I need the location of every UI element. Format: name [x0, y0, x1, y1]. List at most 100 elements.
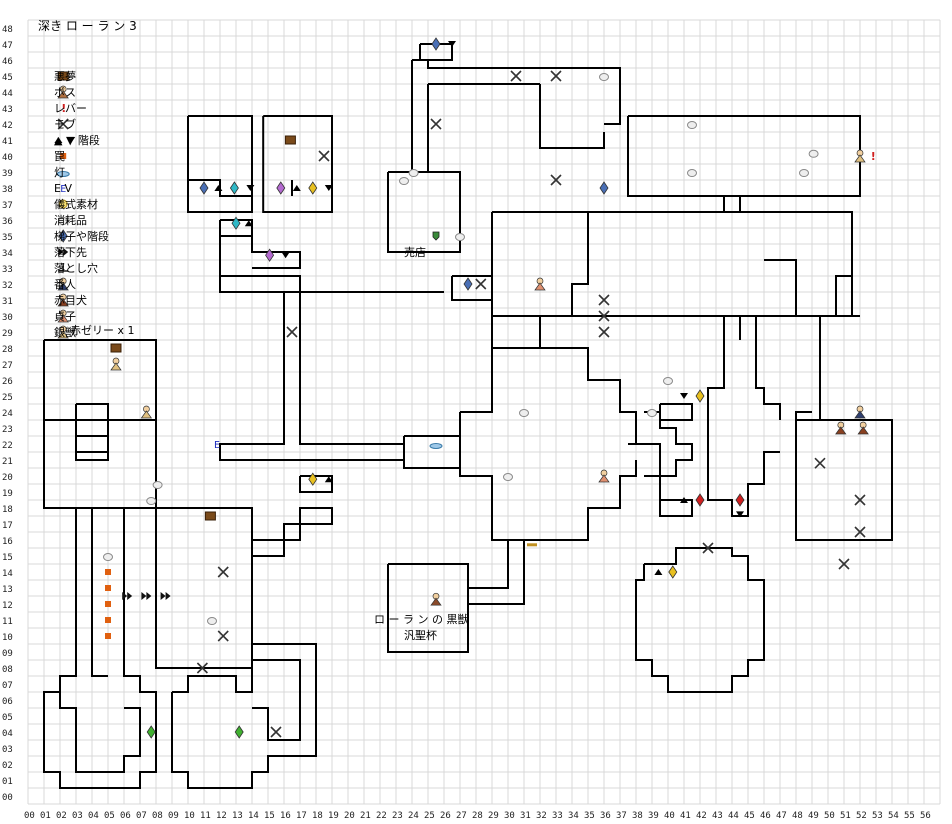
corridor-lower-left [43, 508, 157, 789]
wall [795, 411, 812, 420]
map-title: 深き ロ ー ラ ン 3 [38, 19, 137, 33]
boss-icon [430, 597, 442, 606]
y-tick-label: 39 [2, 169, 13, 179]
corridor-boss [468, 540, 525, 605]
silver-beast-icon [110, 362, 122, 371]
chest-icon [204, 511, 216, 521]
room-stair-yellow [659, 403, 693, 421]
silver-beast-icon [140, 410, 153, 419]
gem-icon [308, 181, 318, 195]
legend-label: 罠 [54, 150, 65, 163]
mob-icon [430, 118, 442, 130]
x-tick-label: 38 [632, 811, 643, 821]
y-tick-label: 05 [2, 713, 13, 723]
legend-label: 灯 [54, 166, 65, 179]
room-northeast [627, 115, 861, 197]
legend-label: 赤目犬 [54, 293, 87, 307]
y-tick-label: 16 [2, 537, 13, 547]
gem-icon [668, 565, 678, 579]
consumable-icon [58, 217, 69, 225]
x-tick-label: 23 [392, 811, 403, 821]
x-tick-label: 56 [920, 811, 931, 821]
x-tick-label: 29 [488, 811, 499, 821]
legend-label: 貞子 [54, 310, 76, 323]
x-tick-label: 47 [776, 811, 787, 821]
legend-label: 銀獣 [54, 325, 76, 339]
red-jelly-label: 赤ゼリー x 1 [70, 324, 135, 337]
boss-name-label: ロ ー ラ ン の 黒獣 [374, 612, 468, 626]
y-tick-label: 48 [2, 25, 13, 35]
y-tick-label: 32 [2, 281, 13, 291]
y-tick-label: 04 [2, 729, 13, 739]
x-tick-label: 27 [456, 811, 467, 821]
gem-icon [431, 37, 441, 51]
shop-label: 売店 [404, 245, 426, 259]
consumable-icon [103, 553, 113, 561]
x-tick-label: 18 [312, 811, 323, 821]
mob-icon [838, 558, 850, 570]
room-right-tower [262, 115, 333, 213]
x-tick-label: 12 [216, 811, 227, 821]
corridor-long [219, 292, 404, 461]
x-tick-label: 44 [728, 811, 739, 821]
stairs-down-icon [680, 393, 688, 399]
corridor-ladder [219, 236, 444, 293]
stairs-down-icon [324, 185, 333, 191]
x-tick-label: 46 [760, 811, 771, 821]
x-tick-label: 01 [40, 811, 51, 821]
trap-icon [60, 153, 67, 159]
y-tick-label: 45 [2, 73, 13, 83]
y-tick-label: 37 [2, 201, 13, 211]
x-tick-label: 02 [56, 811, 67, 821]
legend-label: E V [54, 182, 72, 195]
consumable-icon [399, 177, 409, 185]
corridor-top-outer [412, 59, 621, 125]
corridor-right [644, 411, 693, 500]
y-tick-label: 15 [2, 553, 13, 563]
corridor-ladder [251, 236, 301, 269]
room-lamp [403, 435, 461, 469]
consumable-icon [207, 617, 217, 625]
y-tick-label: 08 [2, 665, 13, 675]
consumable-icon [808, 149, 819, 158]
drop-destination-icon [141, 592, 152, 600]
mob-icon [550, 174, 562, 186]
mob-icon [598, 310, 610, 322]
x-tick-label: 52 [856, 811, 867, 821]
maiden-icon [598, 474, 610, 483]
x-tick-label: 42 [696, 811, 707, 821]
corridor-boss [468, 540, 509, 589]
red-eyed-dog-icon [857, 426, 869, 435]
mob-icon [270, 726, 282, 738]
boss-icon [57, 90, 69, 99]
gem-icon [308, 472, 318, 486]
map-icons: !E! [54, 37, 876, 739]
room-central-cross [491, 316, 637, 445]
consumable-icon [663, 377, 673, 385]
consumable-icon [503, 473, 513, 481]
wall-inner [571, 212, 589, 316]
x-tick-label: 53 [872, 811, 883, 821]
chalice-label: 汎聖杯 [404, 628, 437, 642]
x-tick-label: 17 [296, 811, 307, 821]
y-tick-label: 34 [2, 249, 13, 259]
room-stairs-block [75, 403, 109, 461]
gem-icon [599, 181, 609, 195]
y-tick-label: 25 [2, 393, 13, 403]
consumable-icon [152, 481, 163, 489]
legend-label: 儀式素材 [54, 197, 98, 211]
y-tick-label: 35 [2, 233, 13, 243]
consumable-icon [799, 169, 809, 177]
y-tick-label: 43 [2, 105, 13, 115]
x-tick-label: 04 [88, 811, 99, 821]
corridor-far-right [819, 315, 860, 420]
trap-icon [105, 569, 111, 575]
y-tick-label: 13 [2, 585, 13, 595]
x-tick-label: 35 [584, 811, 595, 821]
x-tick-label: 34 [568, 811, 579, 821]
x-tick-label: 10 [184, 811, 195, 821]
y-tick-label: 47 [2, 41, 13, 51]
y-tick-label: 23 [2, 425, 13, 435]
x-tick-label: 25 [424, 811, 435, 821]
